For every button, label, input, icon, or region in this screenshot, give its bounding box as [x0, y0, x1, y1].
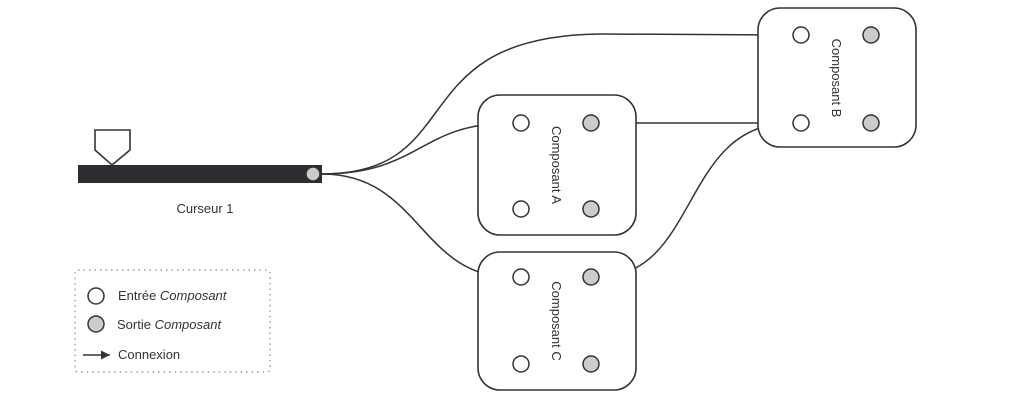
output-port[interactable]	[582, 114, 600, 132]
component-label: Composant B	[829, 39, 844, 118]
output-port[interactable]	[862, 114, 880, 132]
slider-output-port[interactable]	[305, 166, 321, 182]
input-port[interactable]	[512, 268, 530, 286]
output-port[interactable]	[582, 200, 600, 218]
legend-output-icon	[87, 315, 105, 333]
legend-connection-label: Connexion	[118, 347, 180, 362]
input-port[interactable]	[512, 355, 530, 373]
input-port[interactable]	[792, 114, 810, 132]
component-b[interactable]: Composant B	[757, 7, 917, 148]
input-port[interactable]	[512, 200, 530, 218]
output-port[interactable]	[582, 355, 600, 373]
legend-output-label: Sortie Composant	[117, 317, 222, 332]
output-port[interactable]	[862, 26, 880, 44]
slider-handle[interactable]	[94, 129, 131, 167]
legend-input-label: Entrée Composant	[118, 288, 228, 303]
slider-label: Curseur 1	[176, 201, 233, 216]
slider-curseur-1[interactable]: Curseur 1	[78, 129, 322, 216]
connection-slider-to-b	[321, 30, 792, 175]
input-port[interactable]	[512, 114, 530, 132]
legend: Entrée Composant Sortie Composant Connex…	[74, 269, 271, 373]
component-label: Composant A	[549, 126, 564, 204]
component-label: Composant C	[549, 281, 564, 360]
slider-track[interactable]	[78, 165, 322, 183]
component-a[interactable]: Composant A	[477, 94, 637, 236]
legend-input-icon	[87, 287, 105, 305]
output-port[interactable]	[582, 268, 600, 286]
input-port[interactable]	[792, 26, 810, 44]
component-c[interactable]: Composant C	[477, 251, 637, 391]
